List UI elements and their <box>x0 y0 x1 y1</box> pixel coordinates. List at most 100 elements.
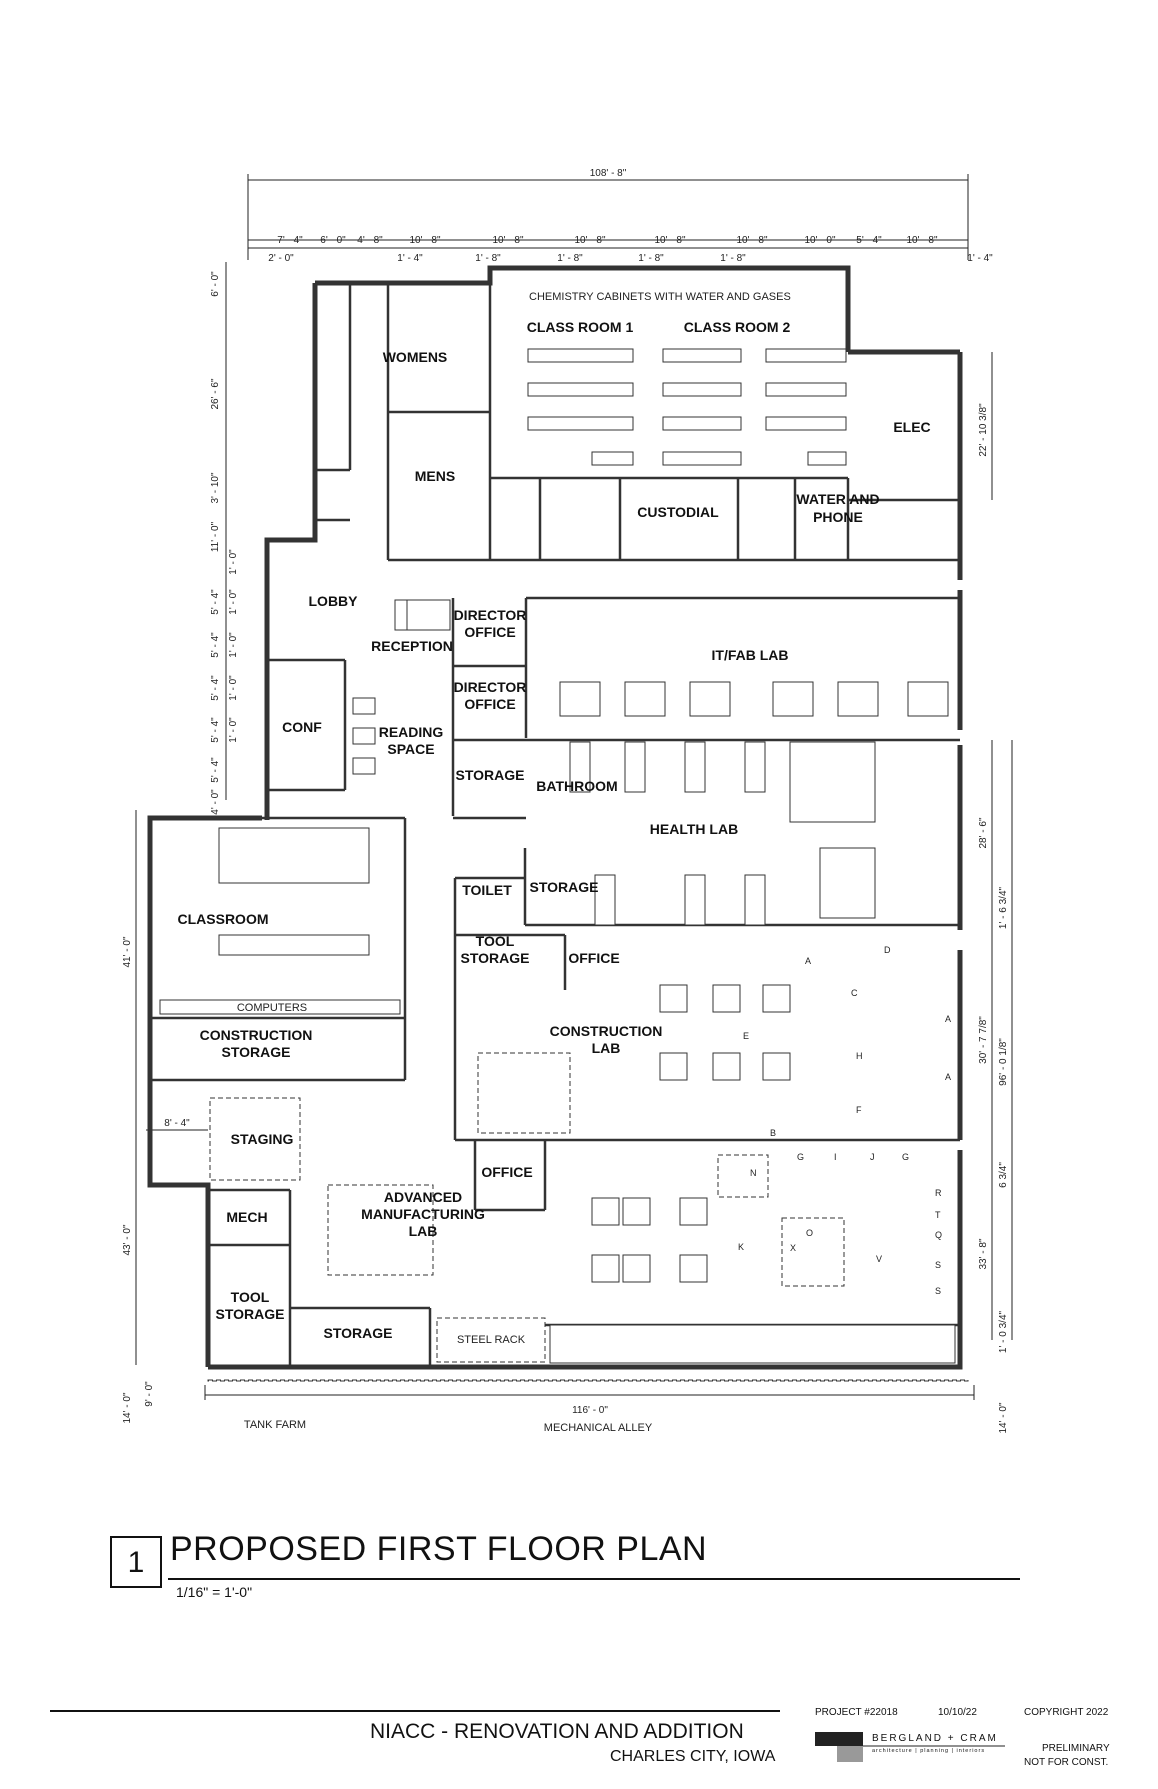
dimension-label: 5' - 4" <box>210 717 221 743</box>
dimension-label: 26' - 6" <box>210 378 221 409</box>
room-label-advanced-manufacturing-line3: LAB <box>409 1223 438 1239</box>
room-label-construction-lab-line1: CONSTRUCTION <box>550 1023 663 1039</box>
room-label-elec: ELEC <box>893 419 930 435</box>
room-label-staging: STAGING <box>231 1131 294 1147</box>
equipment-tag-o: O <box>806 1228 813 1238</box>
room-label-tool-storage-a-line2: STORAGE <box>461 950 530 966</box>
dimension-label: 1' - 0 3/4" <box>998 1310 1009 1353</box>
dimension-label: 5' - 4" <box>856 235 882 246</box>
equipment-tag-i: I <box>834 1152 837 1162</box>
dimension-label: 10' - 0" <box>804 235 835 246</box>
room-label-advanced-manufacturing-line2: MANUFACTURING <box>361 1206 485 1222</box>
room-label-office-a: OFFICE <box>568 950 619 966</box>
room-label-director-office-a-line2: OFFICE <box>464 624 515 640</box>
project-location: CHARLES CITY, IOWA <box>610 1748 776 1765</box>
dimension-labels-top: 108' - 8" 7' - 4" 6' - 0" 4' - 8" 10' - … <box>268 168 993 1416</box>
dimension-label: 1' - 4" <box>397 253 423 264</box>
dimension-label: 1' - 6 3/4" <box>998 886 1009 929</box>
dimension-label: 5' - 4" <box>210 632 221 658</box>
dimension-overall-top: 108' - 8" <box>590 168 627 179</box>
equipment-tag-b: B <box>770 1128 776 1138</box>
dimension-label: 1' - 0" <box>228 589 239 615</box>
dimension-label: 5' - 4" <box>210 675 221 701</box>
room-labels: CLASS ROOM 1 CLASS ROOM 2 WOMENS MENS EL… <box>178 319 931 1341</box>
interior-walls <box>150 283 960 1367</box>
room-label-advanced-manufacturing-line1: ADVANCED <box>384 1189 462 1205</box>
dimension-lines <box>135 174 1013 1400</box>
equipment-tag-a: A <box>945 1014 951 1024</box>
equipment-tag-v: V <box>876 1254 882 1264</box>
equipment-tag-c: C <box>851 988 858 998</box>
dimension-overall-bottom: 116' - 0" <box>572 1405 608 1416</box>
firm-logo-icon <box>815 1732 1005 1762</box>
dimension-label: 4' - 0" <box>210 789 221 815</box>
room-label-mech: MECH <box>226 1209 267 1225</box>
room-label-reading-space-line1: READING <box>379 724 444 740</box>
room-label-custodial: CUSTODIAL <box>637 504 719 520</box>
dimension-label: 14' - 0" <box>998 1402 1009 1433</box>
equipment-tag-s: S <box>935 1286 941 1296</box>
dimension-label: 9' - 0" <box>144 1381 155 1407</box>
dimension-label: 10' - 8" <box>574 235 605 246</box>
equipment-tag-a: A <box>805 956 811 966</box>
dimension-label: 5' - 4" <box>210 757 221 783</box>
room-label-bathroom: BATHROOM <box>536 778 617 794</box>
title-underline <box>168 1578 1020 1580</box>
equipment-tag-n: N <box>750 1168 757 1178</box>
dimension-label: 5' - 4" <box>210 589 221 615</box>
equipment-tag-d: D <box>884 945 891 955</box>
room-label-classroom: CLASSROOM <box>178 911 269 927</box>
equipment-tag-j: J <box>870 1152 875 1162</box>
room-label-reading-space-line2: SPACE <box>387 741 434 757</box>
sheet-number: 1 <box>110 1536 162 1588</box>
dimension-label: 43' - 0" <box>122 1224 133 1255</box>
room-label-director-office-a-line1: DIRECTOR <box>454 607 527 623</box>
dashed-zones <box>207 1052 969 1382</box>
room-label-storage-health: STORAGE <box>530 879 599 895</box>
room-label-construction-lab-line2: LAB <box>592 1040 621 1056</box>
dimension-label: 1' - 8" <box>475 253 501 264</box>
dimension-label: 4' - 8" <box>357 235 383 246</box>
drawing-notes: CHEMISTRY CABINETS WITH WATER AND GASES … <box>237 291 791 1434</box>
dimension-label: 1' - 8" <box>557 253 583 264</box>
note-mechanical-alley: MECHANICAL ALLEY <box>544 1422 653 1434</box>
dimension-label: 6 3/4" <box>998 1162 1009 1188</box>
room-label-tool-storage-b-line2: STORAGE <box>216 1306 285 1322</box>
plan-title: PROPOSED FIRST FLOOR PLAN <box>170 1530 708 1568</box>
dimension-label: 6' - 0" <box>320 235 346 246</box>
project-number: PROJECT #22018 <box>815 1707 898 1718</box>
dimension-label: 96' - 0 1/8" <box>998 1038 1009 1086</box>
room-label-storage-rear: STORAGE <box>324 1325 393 1341</box>
equipment-tag-q: Q <box>935 1230 942 1240</box>
dimension-label: 1' - 0" <box>228 717 239 743</box>
equipment-tag-f: F <box>856 1105 862 1115</box>
dimension-label: 1' - 0" <box>228 675 239 701</box>
equipment-tag-s: S <box>935 1260 941 1270</box>
plan-scale: 1/16" = 1'-0" <box>176 1584 253 1600</box>
room-label-tool-storage-a-line1: TOOL <box>476 933 515 949</box>
copyright-notice: COPYRIGHT 2022 <box>1024 1707 1109 1718</box>
dimension-label: 22' - 10 3/8" <box>978 403 989 457</box>
furniture <box>159 348 956 1364</box>
firm-tagline: architecture | planning | interiors <box>872 1748 986 1754</box>
dimension-label: 8' - 4" <box>164 1118 190 1129</box>
room-label-office-b: OFFICE <box>481 1164 532 1180</box>
dimension-label: 1' - 0" <box>228 549 239 575</box>
room-label-storage-front: STORAGE <box>456 767 525 783</box>
dimension-label: 1' - 4" <box>967 253 993 264</box>
dimension-label: 10' - 8" <box>906 235 937 246</box>
dimension-label: 33' - 8" <box>978 1238 989 1269</box>
equipment-tag-e: E <box>743 1031 749 1041</box>
room-label-director-office-b-line1: DIRECTOR <box>454 679 527 695</box>
dimension-label: 1' - 0" <box>228 632 239 658</box>
dimension-label: 1' - 8" <box>638 253 664 264</box>
dimension-label: 10' - 8" <box>736 235 767 246</box>
dimension-label: 2' - 0" <box>268 253 294 264</box>
dimension-label: 10' - 8" <box>654 235 685 246</box>
equipment-tag-x: X <box>790 1243 796 1253</box>
room-label-class-room-2: CLASS ROOM 2 <box>684 319 791 335</box>
equipment-tag-r: R <box>935 1188 942 1198</box>
room-label-tool-storage-b-line1: TOOL <box>231 1289 270 1305</box>
dimension-label: 3' - 10" <box>210 472 221 503</box>
